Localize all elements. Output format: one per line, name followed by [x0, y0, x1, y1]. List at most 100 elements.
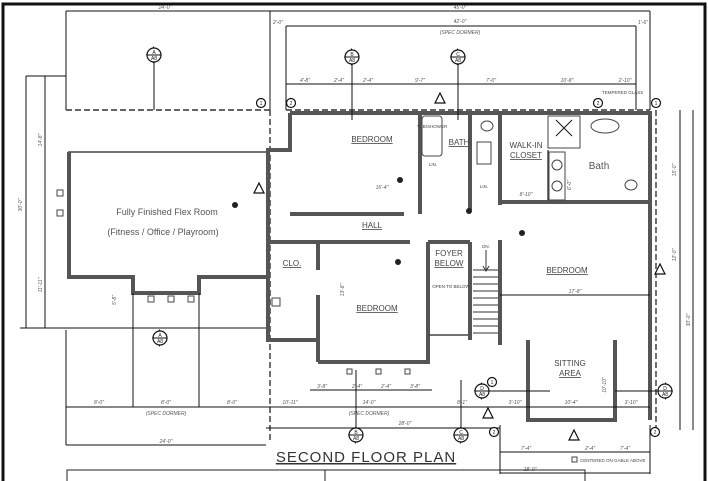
room-label-bedroom-upper: BEDROOM	[351, 135, 393, 144]
top-dimensions: 24'-0" 45'-0" 42'-0" (SPEC DORMER) 2'-0"…	[65, 5, 651, 110]
room-labels: BEDROOM BATH WALK-IN CLOSET Bath HALL CL…	[283, 90, 644, 393]
fixtures: TUB/SHOWER	[271, 115, 638, 307]
smoke-detector-icon	[232, 202, 238, 208]
dim-right: 12'-0"	[672, 248, 678, 261]
room-label-sitting-area: SITTING	[554, 359, 586, 368]
svg-text:A8: A8	[151, 56, 157, 62]
staircase: DN.	[473, 244, 498, 334]
plan-title: SECOND FLOOR PLAN	[276, 449, 456, 466]
dim-right: 30'-0"	[686, 313, 692, 326]
toilet-icon	[624, 179, 638, 191]
room-label-master-bath: Bath	[589, 161, 610, 172]
dim-top-offset-right: 1'-6"	[638, 20, 648, 26]
section-marker-c-bottom: CA8	[453, 380, 469, 444]
dim-window: 2'-4"	[351, 384, 362, 390]
right-dimensions: 15'-0" 12'-0" 30'-0"	[672, 110, 694, 430]
open-to-below-note: OPEN TO BELOW	[432, 284, 470, 289]
soaking-tub-icon	[590, 118, 620, 134]
svg-text:A8: A8	[455, 58, 461, 64]
dim-interior: 6'-0"	[567, 180, 573, 190]
svg-text:A: A	[152, 50, 156, 56]
dim-bump: 2'-4"	[584, 446, 595, 452]
bathtub-icon	[421, 115, 443, 157]
dim-top-row: 10'-8"	[561, 78, 574, 84]
dim-top-offset-left: 2'-0"	[272, 20, 283, 26]
grid-markers: 1 2 2 1 1 2 2	[253, 91, 666, 441]
svg-text:C: C	[456, 52, 460, 58]
grid-marker: 2	[597, 101, 600, 107]
dim-spec-dormer: (SPEC DORMER)	[146, 411, 187, 417]
svg-text:A8: A8	[349, 58, 355, 64]
title-block-table	[66, 469, 586, 481]
section-marker-c-top: CA8	[450, 48, 466, 120]
room-label-foyer-below-2: BELOW	[435, 259, 464, 268]
dim-top-row: 7'-0"	[486, 78, 496, 84]
svg-text:D: D	[663, 386, 667, 392]
svg-text:A8: A8	[479, 392, 485, 398]
main-walls	[266, 109, 657, 440]
svg-text:A: A	[158, 333, 162, 339]
grid-marker: 1	[655, 101, 658, 107]
section-marker-b-bottom: BA8	[348, 370, 364, 444]
grid-marker: 2	[290, 101, 293, 107]
revision-triangle-icon	[568, 428, 580, 441]
svg-text:B: B	[354, 430, 358, 436]
smoke-detector-icon	[397, 177, 403, 183]
section-marker-b-top: BA8	[344, 48, 360, 120]
smoke-detector-icon	[395, 259, 401, 265]
dim-bump: 7'-4"	[620, 446, 630, 452]
svg-text:C: C	[459, 430, 463, 436]
dim-interior: 16'-4"	[376, 185, 389, 191]
room-label-hall: HALL	[362, 221, 383, 230]
dim-bottom: 10'-11"	[282, 400, 297, 406]
room-label-bedroom-right: BEDROOM	[546, 266, 588, 275]
left-dimensions: 14'-8" 30'-0" 11'-11" 5'-8"	[18, 75, 270, 329]
section-marker-d-right: DA8	[615, 382, 673, 400]
centered-gable-note: CENTERED ON GABLE ABOVE	[580, 458, 646, 463]
dim-interior: 10'-10"	[602, 377, 608, 393]
stair-dn-label: DN.	[482, 244, 490, 249]
dim-top-row: 9'-7"	[415, 78, 425, 84]
section-markers: AA8 BA8 CA8 DA8 AA8 BA8 CA8 DA8	[146, 46, 673, 444]
dim-window: 3'-8"	[317, 384, 327, 390]
dim-bottom: 8'-0"	[161, 400, 171, 406]
dim-bottom: 8'-0"	[94, 400, 104, 406]
dim-spec-dormer: (SPEC DORMER)	[349, 411, 390, 417]
svg-text:D: D	[480, 386, 484, 392]
room-label-walk-in-closet: WALK-IN	[509, 141, 542, 150]
grid-marker: 1	[491, 380, 494, 386]
dim-top-left: 24'-0"	[158, 5, 172, 11]
svg-text:A8: A8	[157, 339, 163, 345]
smoke-detector-icon	[519, 230, 525, 236]
double-vanity-icon	[548, 151, 566, 201]
section-marker-a-bottom: AA8	[152, 329, 168, 347]
svg-text:A8: A8	[662, 392, 668, 398]
grid-marker: 2	[493, 430, 496, 436]
dim-top-row: 2'-10"	[618, 78, 632, 84]
revision-triangle-icon	[654, 262, 666, 275]
dim-window: 2'-4"	[380, 384, 391, 390]
room-label-closet: CLO.	[283, 259, 302, 268]
room-label-sitting-area-2: AREA	[559, 369, 581, 378]
dim-bottom: 14'-0"	[363, 400, 376, 406]
svg-text:A8: A8	[458, 436, 464, 442]
flex-room-label: Fully Finished Flex Room	[116, 207, 218, 217]
dim-bottom-overall: 24'-0"	[159, 439, 173, 445]
dim-bottom: 3'-10"	[509, 400, 522, 406]
grid-marker: 1	[260, 101, 263, 107]
dim-right: 15'-0"	[672, 163, 678, 176]
dim-spec-dormer: (SPEC DORMER)	[440, 30, 481, 36]
svg-text:B: B	[350, 52, 354, 58]
dim-top-dormer: 42'-0"	[454, 19, 467, 25]
dim-bottom: 8'-0"	[227, 400, 237, 406]
dim-bottom-overall: 28'-0"	[398, 421, 412, 427]
tub-shower-label: TUB/SHOWER	[417, 124, 448, 129]
dim-bump: 7'-4"	[521, 446, 531, 452]
room-label-bath: BATH	[449, 138, 470, 147]
gable-marker-icon	[571, 456, 578, 463]
tempered-glass-note: TEMPERED GLASS	[602, 90, 643, 95]
linen-label: LIN.	[480, 184, 488, 189]
room-label-foyer-below: FOYER	[435, 249, 463, 258]
grid-marker: 2	[654, 430, 657, 436]
